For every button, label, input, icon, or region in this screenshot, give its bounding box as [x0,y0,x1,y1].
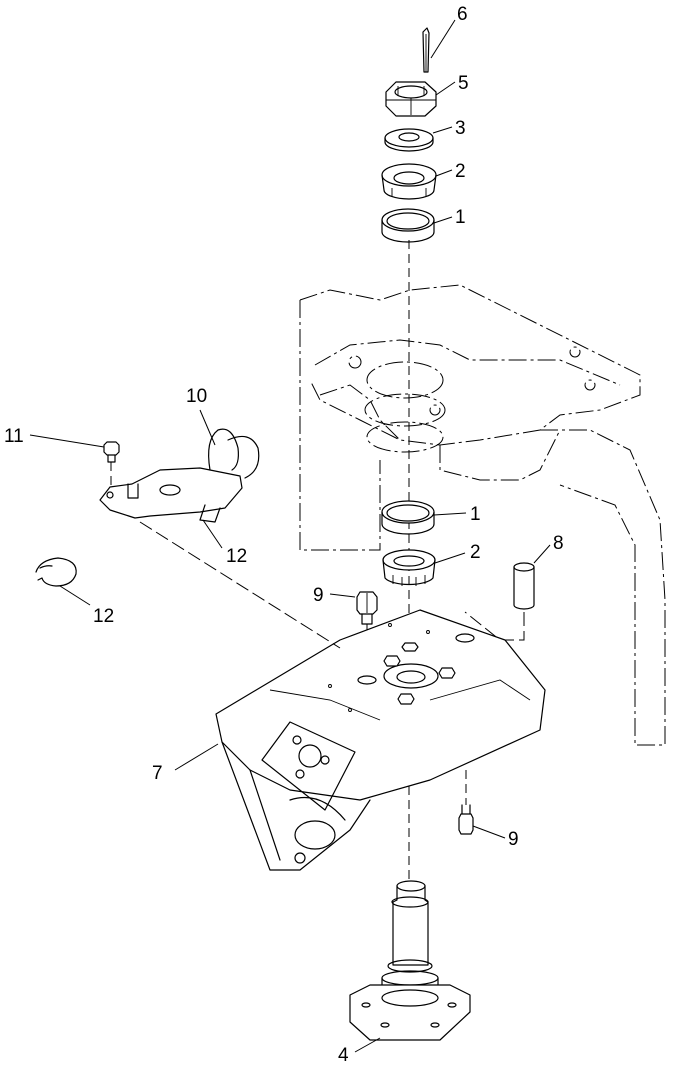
callout-8: 8 [553,533,564,554]
callout-9-lower: 9 [508,829,519,850]
callout-7: 7 [152,763,163,784]
bolt-lower-part [458,804,474,835]
bearing-cone-lower-part [382,549,436,586]
bearing-cone-upper-part [381,163,437,200]
frame-outline [299,284,666,746]
bracket-phantom-line [139,521,341,649]
callout-1-lower: 1 [470,504,481,525]
callout-10: 10 [186,386,207,407]
callout-1-upper: 1 [455,207,466,228]
callout-5: 5 [458,73,469,94]
pin-phantom-line [464,611,525,641]
clip-part [35,557,77,587]
screw-part [103,441,120,463]
spindle-part [349,880,471,1041]
callout-12-bracket: 12 [226,546,247,567]
castle-nut-part [385,81,437,117]
callout-2-upper: 2 [455,161,466,182]
pin-part [513,562,535,610]
bolt-upper-part [356,591,378,625]
washer-part [384,128,434,152]
bearing-cup-lower-part [381,500,435,535]
cotter-pin-part [422,27,430,73]
callout-11: 11 [4,426,24,447]
leader-lines [29,19,551,1053]
callout-2-lower: 2 [470,542,481,563]
callout-3: 3 [455,118,466,139]
callout-4: 4 [338,1045,349,1066]
housing-part [215,609,546,871]
callout-9-upper: 9 [313,585,324,606]
bracket-part [99,428,260,523]
bearing-cup-upper-part [381,208,435,243]
callout-12-clip: 12 [93,606,114,627]
callout-6: 6 [457,4,468,25]
